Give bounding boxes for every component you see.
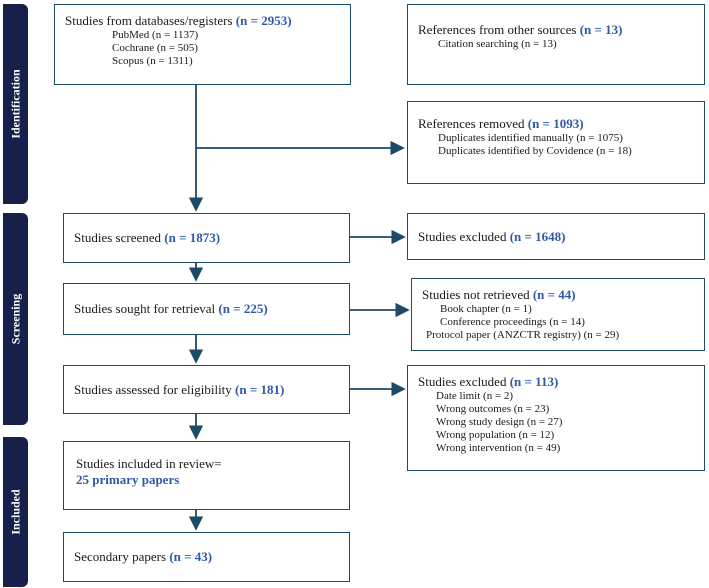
excluded-screen-box: Studies excluded (n = 1648)	[407, 213, 705, 260]
excluded-elig-item: Wrong study design (n = 27)	[436, 416, 563, 428]
secondary-label: Secondary papers	[74, 549, 167, 564]
not-retrieved-item: Book chapter (n = 1)	[440, 303, 532, 315]
other-sources-item: Citation searching (n = 13)	[438, 38, 557, 50]
included-box: Studies included in review= 25 primary p…	[63, 441, 350, 510]
databases-item: PubMed (n = 1137)	[112, 29, 199, 41]
sought-box: Studies sought for retrieval (n = 225)	[63, 283, 350, 335]
databases-count: (n = 2953)	[235, 13, 292, 28]
excluded-elig-count: (n = 113)	[509, 374, 559, 389]
phase-screening: Screening	[3, 213, 28, 425]
not-retrieved-label: Studies not retrieved	[422, 287, 530, 302]
screened-label: Studies screened	[74, 230, 162, 245]
sought-label: Studies sought for retrieval	[74, 301, 216, 316]
databases-item: Scopus (n = 1311)	[112, 55, 193, 67]
excluded-elig-box: Studies excluded (n = 113) Date limit (n…	[407, 365, 705, 471]
phase-identification: Identification	[3, 4, 28, 204]
removed-label: References removed	[418, 116, 525, 131]
excluded-elig-item: Wrong population (n = 12)	[436, 429, 555, 441]
not-retrieved-count: (n = 44)	[532, 287, 576, 302]
excluded-elig-label: Studies excluded	[418, 374, 507, 389]
screened-box: Studies screened (n = 1873)	[63, 213, 350, 263]
databases-item: Cochrane (n = 505)	[112, 42, 198, 54]
included-label: Studies included in review=	[76, 456, 222, 471]
screened-count: (n = 1873)	[164, 230, 221, 245]
other-sources-box: References from other sources (n = 13) C…	[407, 4, 705, 85]
removed-item: Duplicates identified manually (n = 1075…	[438, 132, 623, 144]
removed-box: References removed (n = 1093) Duplicates…	[407, 101, 705, 184]
included-count: 25 primary papers	[76, 472, 180, 487]
not-retrieved-item: Conference proceedings (n = 14)	[440, 316, 585, 328]
excluded-screen-count: (n = 1648)	[509, 228, 566, 244]
excluded-screen-label: Studies excluded	[418, 228, 507, 244]
secondary-box: Secondary papers (n = 43)	[63, 532, 350, 582]
removed-count: (n = 1093)	[527, 116, 584, 131]
excluded-elig-item: Wrong outcomes (n = 23)	[436, 403, 550, 415]
databases-box: Studies from databases/registers (n = 29…	[54, 4, 351, 85]
excluded-elig-item: Date limit (n = 2)	[436, 390, 514, 402]
assessed-count: (n = 181)	[235, 381, 285, 397]
excluded-elig-item: Wrong intervention (n = 49)	[436, 442, 561, 454]
secondary-count: (n = 43)	[169, 549, 213, 564]
assessed-label: Studies assessed for eligibility	[74, 381, 232, 397]
other-sources-label: References from other sources	[418, 22, 577, 37]
assessed-box: Studies assessed for eligibility (n = 18…	[63, 365, 350, 414]
sought-count: (n = 225)	[218, 301, 268, 316]
removed-item: Duplicates identified by Covidence (n = …	[438, 145, 632, 157]
databases-label: Studies from databases/registers	[65, 13, 233, 28]
other-sources-count: (n = 13)	[579, 22, 623, 37]
not-retrieved-box: Studies not retrieved (n = 44) Book chap…	[411, 278, 705, 351]
not-retrieved-item: Protocol paper (ANZCTR registry) (n = 29…	[426, 329, 620, 341]
phase-included: Included	[3, 437, 28, 587]
